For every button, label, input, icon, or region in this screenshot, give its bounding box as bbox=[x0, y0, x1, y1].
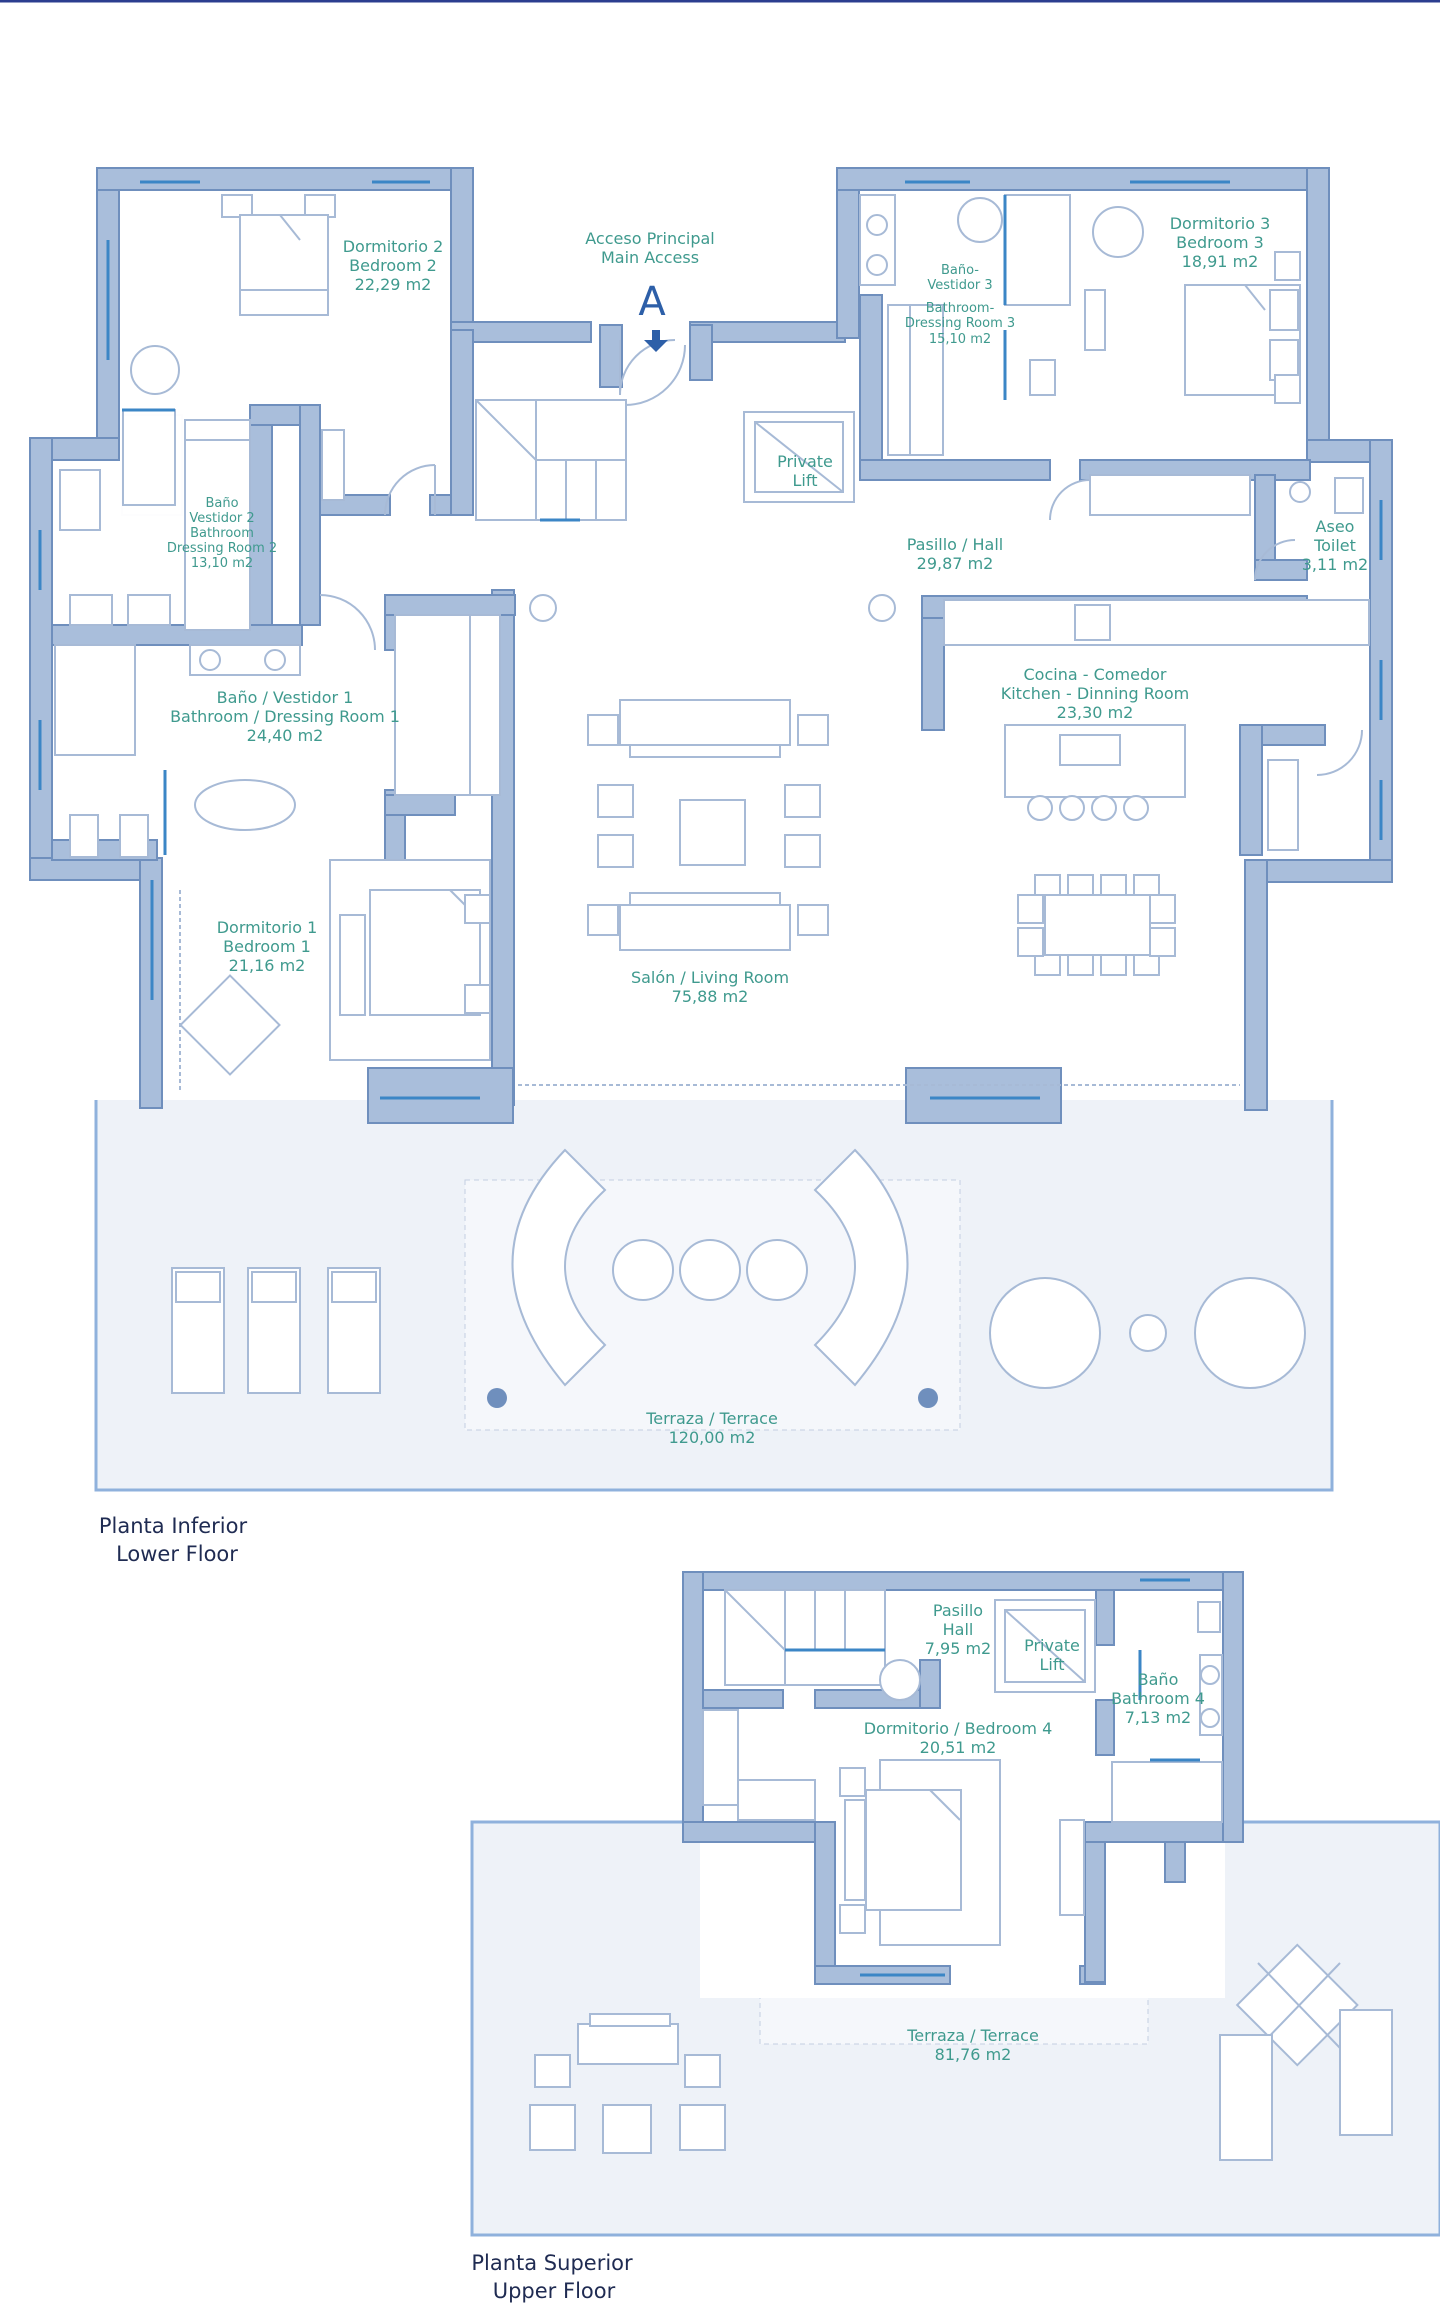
bedroom4-label: Dormitorio / Bedroom 4 bbox=[864, 1719, 1053, 1738]
bedroom4-furniture bbox=[839, 1659, 1085, 1946]
hall-area: 29,87 m2 bbox=[917, 554, 994, 573]
bath3-label-3: Bathroom- bbox=[926, 301, 995, 316]
kitchen-label-es: Cocina - Comedor bbox=[1023, 665, 1166, 684]
bedroom1-furniture bbox=[179, 859, 491, 1090]
bath2-label-3: Bathroom bbox=[190, 526, 254, 541]
lower-floor-caption-en: Lower Floor bbox=[116, 1542, 238, 1566]
bedroom4-area: 20,51 m2 bbox=[920, 1738, 997, 1757]
main-access-label-es: Acceso Principal bbox=[585, 229, 715, 248]
lower-terrace-label: Terraza / Terrace bbox=[645, 1409, 778, 1428]
lower-lift-label-2: Lift bbox=[793, 471, 818, 490]
main-access-letter: A bbox=[638, 279, 666, 325]
upper-lift bbox=[994, 1599, 1096, 1693]
bath2-furniture bbox=[59, 419, 251, 631]
bath2-area: 13,10 m2 bbox=[191, 556, 253, 571]
hall-label: Pasillo / Hall bbox=[907, 535, 1003, 554]
living-label: Salón / Living Room bbox=[631, 968, 789, 987]
upper-lift-label-2: Lift bbox=[1040, 1655, 1065, 1674]
toilet-furniture bbox=[1289, 477, 1364, 514]
upper-floor-caption-en: Upper Floor bbox=[493, 2279, 616, 2303]
upper-floor: Pasillo Hall 7,95 m2 Private Lift Baño B… bbox=[470, 1571, 1440, 2303]
lower-lift-label-1: Private bbox=[777, 452, 833, 471]
bedroom1-label-en: Bedroom 1 bbox=[223, 937, 311, 956]
bath3-label-2: Vestidor 3 bbox=[927, 278, 992, 293]
bath1-furniture bbox=[54, 614, 501, 858]
bedroom1-area: 21,16 m2 bbox=[229, 956, 306, 975]
main-access-label-en: Main Access bbox=[601, 248, 699, 267]
toilet-label-es: Aseo bbox=[1316, 517, 1355, 536]
upper-hall-area: 7,95 m2 bbox=[925, 1639, 991, 1658]
bath1-label-es: Baño / Vestidor 1 bbox=[217, 688, 354, 707]
lower-glazing bbox=[38, 180, 1383, 1100]
bath2-label-2: Vestidor 2 bbox=[189, 511, 254, 526]
bath2-label-1: Baño bbox=[205, 496, 238, 511]
lower-stairs bbox=[475, 399, 627, 522]
living-area: 75,88 m2 bbox=[672, 987, 749, 1006]
upper-terrace-furniture bbox=[529, 1943, 1393, 2161]
bath4-label-es: Baño bbox=[1138, 1670, 1179, 1689]
toilet-label-en: Toilet bbox=[1313, 536, 1356, 555]
bedroom3-area: 18,91 m2 bbox=[1182, 252, 1259, 271]
bedroom2-area: 22,29 m2 bbox=[355, 275, 432, 294]
bedroom2-label-en: Bedroom 2 bbox=[349, 256, 437, 275]
upper-floor-caption-es: Planta Superior bbox=[471, 2251, 633, 2275]
bedroom3-label-en: Bedroom 3 bbox=[1176, 233, 1264, 252]
bath3-area: 15,10 m2 bbox=[929, 332, 991, 347]
upper-stairs bbox=[702, 1589, 886, 1821]
upper-terrace-area-text: 81,76 m2 bbox=[935, 2045, 1012, 2064]
access-arrow-icon bbox=[644, 330, 668, 352]
bath3-label-1: Baño- bbox=[941, 263, 979, 278]
upper-terrace-label: Terraza / Terrace bbox=[906, 2026, 1039, 2045]
bath1-label-en: Bathroom / Dressing Room 1 bbox=[170, 707, 400, 726]
lower-floor: Acceso Principal Main Access A Dormitori… bbox=[29, 167, 1393, 1566]
bedroom2-furniture bbox=[122, 194, 345, 506]
living-furniture bbox=[518, 594, 1240, 1086]
lower-terrace-furniture bbox=[171, 1148, 1306, 1408]
bedroom3-label-es: Dormitorio 3 bbox=[1170, 214, 1271, 233]
lower-lift bbox=[743, 411, 855, 503]
bath4-label-en: Bathroom 4 bbox=[1111, 1689, 1205, 1708]
bedroom2-label-es: Dormitorio 2 bbox=[343, 237, 444, 256]
upper-lift-label-1: Private bbox=[1024, 1636, 1080, 1655]
bath3-label-4: Dressing Room 3 bbox=[905, 316, 1015, 331]
bath4-area: 7,13 m2 bbox=[1125, 1708, 1191, 1727]
bath2-label-4: Dressing Room 2 bbox=[167, 541, 277, 556]
lower-terrace-area-text: 120,00 m2 bbox=[669, 1428, 756, 1447]
kitchen-furniture bbox=[943, 599, 1370, 976]
kitchen-label-en: Kitchen - Dinning Room bbox=[1001, 684, 1190, 703]
bath4-furniture bbox=[1111, 1601, 1223, 1823]
toilet-area: 3,11 m2 bbox=[1302, 555, 1368, 574]
lower-floor-caption-es: Planta Inferior bbox=[99, 1514, 248, 1538]
bedroom3-furniture bbox=[859, 194, 1301, 516]
bedroom1-label-es: Dormitorio 1 bbox=[217, 918, 318, 937]
bath1-area: 24,40 m2 bbox=[247, 726, 324, 745]
entrance-door-swing bbox=[624, 344, 686, 406]
lower-doors bbox=[319, 339, 1363, 776]
upper-glazing bbox=[860, 1578, 1190, 1977]
upper-hall-label-2: Hall bbox=[943, 1620, 974, 1639]
upper-walls bbox=[682, 1571, 1244, 1985]
kitchen-area: 23,30 m2 bbox=[1057, 703, 1134, 722]
upper-hall-label-1: Pasillo bbox=[933, 1601, 983, 1620]
